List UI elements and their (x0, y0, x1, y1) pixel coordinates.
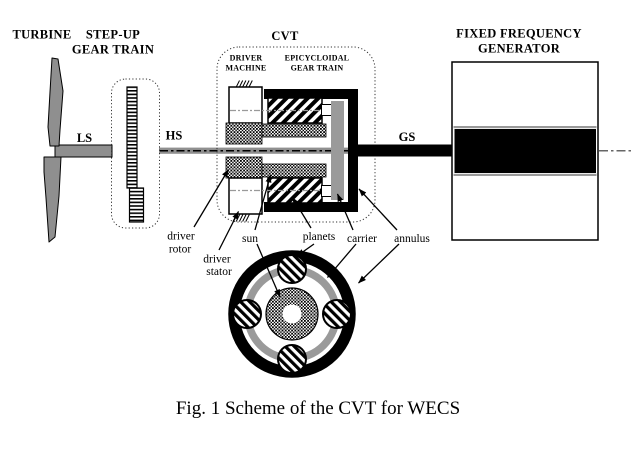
hs-label: HS (166, 129, 183, 143)
arrow-driver-stator (218, 211, 240, 251)
turbine-title: TURBINE (12, 28, 71, 42)
sun-gear-bottom (261, 163, 327, 178)
generator-airgap-bottom (453, 173, 597, 176)
step-up-gear-small (128, 187, 145, 223)
figure-caption: Fig. 1 Scheme of the CVT for WECS (176, 398, 460, 419)
sun-label: sun (242, 233, 258, 245)
driver-machine-title-line2: MACHINE (226, 64, 267, 73)
annulus-label: annulus (394, 233, 430, 245)
driver-machine-title-line1: DRIVER (230, 54, 263, 63)
driver-rotor-label-line2: rotor (169, 244, 192, 256)
cvt-box (216, 46, 376, 223)
arrow-annulus-up (358, 188, 398, 231)
cvt-title: CVT (271, 29, 299, 43)
arrow-carrier-down (327, 243, 357, 278)
arrow-sun-down (256, 243, 281, 298)
driver-rotor-label-line1: driver (167, 231, 195, 243)
driver-stator-label-line1: driver (203, 254, 231, 266)
driver-stator-label-line2: stator (206, 266, 232, 278)
turbine-blade-lower (43, 156, 62, 243)
generator-title-line2: GENERATOR (478, 42, 561, 56)
planet-pin-top (321, 104, 332, 116)
carrier-bar (331, 101, 344, 200)
sun-bore (282, 304, 302, 324)
planet-circle-top (277, 254, 307, 284)
step-up-title-line1: STEP-UP (86, 28, 140, 42)
arrow-sun-up (254, 174, 272, 231)
planet-circle-right (322, 299, 352, 329)
planet-circle-left (232, 299, 262, 329)
generator-title-line1: FIXED FREQUENCY (456, 27, 582, 41)
step-up-gear-large (126, 86, 138, 189)
ls-shaft (54, 144, 113, 158)
driver-rotor-top (225, 122, 263, 145)
arrow-planets-down (296, 243, 315, 257)
arrow-carrier-up (336, 193, 354, 231)
ls-label: LS (77, 131, 92, 145)
generator-airgap-top (453, 126, 597, 129)
arrow-annulus-down (358, 243, 400, 284)
planets-label: planets (303, 231, 336, 243)
driver-stator-bottom (228, 177, 263, 215)
arrow-planets-up (291, 197, 312, 229)
carrier-label: carrier (347, 233, 377, 245)
driver-stator-top (228, 86, 263, 124)
epicycloidal-title-line1: EPICYCLOIDAL (285, 54, 350, 63)
epicycloidal-title-line2: GEAR TRAIN (291, 64, 344, 73)
generator-rotor (454, 129, 596, 173)
planet-pin-bottom (321, 185, 332, 197)
gs-shaft (356, 144, 452, 157)
step-up-box (111, 78, 160, 229)
annulus-frame (264, 89, 358, 212)
arrow-driver-rotor (193, 169, 230, 228)
driver-rotor-bottom (225, 156, 263, 179)
leader-arrows (193, 169, 400, 298)
turbine-blade-upper (47, 57, 64, 147)
sun-gear-top (261, 123, 327, 138)
step-up-title-line2: GEAR TRAIN (72, 43, 154, 57)
planet-circle-bottom (277, 344, 307, 374)
gs-label: GS (399, 130, 416, 144)
